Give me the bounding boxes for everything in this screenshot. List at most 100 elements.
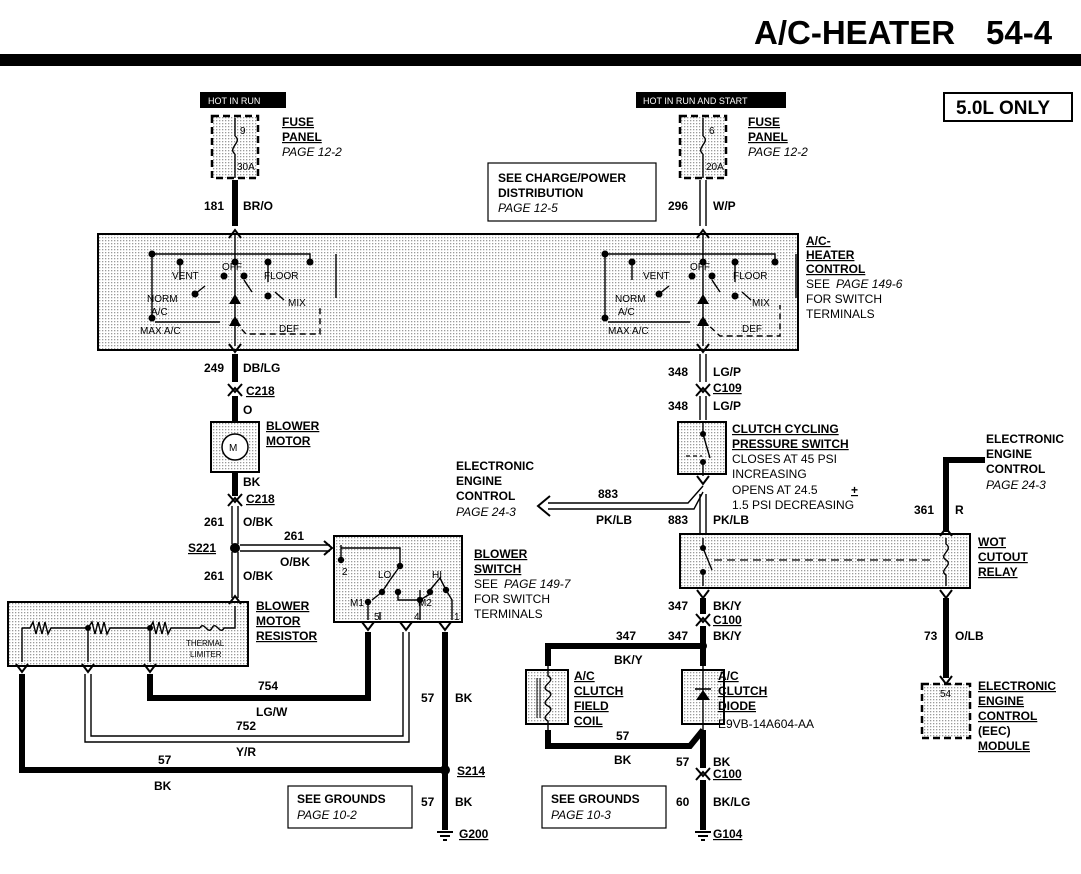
wire-261b bbox=[240, 544, 330, 552]
wire-57-switch-color: BK bbox=[455, 691, 473, 705]
ctrl-left-floor: FLOOR bbox=[264, 271, 298, 282]
wot-name-3: RELAY bbox=[978, 565, 1018, 579]
wire-347c-num: 347 bbox=[616, 629, 636, 643]
fuse-left-number: 9 bbox=[240, 126, 246, 137]
wire-57-ground-color: BK bbox=[455, 795, 473, 809]
ground-g104: G104 bbox=[695, 827, 743, 841]
wire-73-num: 73 bbox=[924, 629, 938, 643]
bs-pin-1: 1 bbox=[454, 612, 460, 623]
ctrl-right-norm: NORM bbox=[615, 294, 646, 305]
header-rule bbox=[0, 54, 1081, 66]
fuse-left-name-2: PANEL bbox=[282, 130, 322, 144]
connector-c100a: C100 bbox=[713, 613, 742, 627]
wire-347a-color: BK/Y bbox=[713, 599, 742, 613]
wot-cutout-relay: WOT CUTOUT RELAY bbox=[679, 533, 1028, 589]
blower-motor-wire-o: O bbox=[243, 403, 252, 417]
eec-module: 54 ELECTRONIC ENGINE CONTROL (EEC) MODUL… bbox=[920, 679, 1056, 753]
fuse-right-rating: 20A bbox=[706, 162, 724, 173]
wire-347a-num: 347 bbox=[668, 599, 688, 613]
wire-296 bbox=[699, 180, 707, 226]
wire-60-color: BK/LG bbox=[713, 795, 750, 809]
wire-347b-color: BK/Y bbox=[713, 629, 742, 643]
charge-note-line1: SEE CHARGE/POWER bbox=[498, 171, 626, 185]
wire-57-coil-color: BK bbox=[614, 753, 632, 767]
ctrl-right-mix: MIX bbox=[752, 298, 770, 309]
page-header: A/C-HEATER 54-4 bbox=[0, 14, 1081, 66]
clutch-switch-line4: INCREASING bbox=[732, 467, 807, 481]
eec-left-ref: PAGE 24-3 bbox=[456, 505, 516, 519]
clutch-switch-line3: CLOSES AT 45 PSI bbox=[732, 452, 837, 466]
wire-348b-num: 348 bbox=[668, 399, 688, 413]
ctrl-left-off: OFF bbox=[222, 262, 242, 273]
wire-57-diode-color: BK bbox=[713, 755, 731, 769]
eec-module-line2: ENGINE bbox=[978, 694, 1024, 708]
eec-left-line3: CONTROL bbox=[456, 489, 515, 503]
ground-g104-label: G104 bbox=[713, 827, 743, 841]
ctrl-left-vent: VENT bbox=[172, 271, 199, 282]
wire-57-resistor-num: 57 bbox=[158, 753, 172, 767]
ctrl-left-def: DEF bbox=[279, 324, 299, 335]
blower-switch-name-2: SWITCH bbox=[474, 562, 521, 576]
wire-347b-num: 347 bbox=[668, 629, 688, 643]
wire-361-num: 361 bbox=[914, 503, 934, 517]
eec-right-ref: PAGE 24-3 bbox=[986, 478, 1046, 492]
ac-clutch-diode: A/C CLUTCH DIODE E9VB-14A604-AA bbox=[681, 666, 814, 731]
connector-c100b-symbol bbox=[695, 767, 711, 781]
blower-switch-see: SEE bbox=[474, 577, 498, 591]
fuse-left-name-1: FUSE bbox=[282, 115, 314, 129]
blower-switch: 2 LO HI M1 M2 5 4 1 BLOWER SWITCH SEE PA… bbox=[333, 535, 572, 623]
fuse-right: HOT IN RUN AND START 6 20A FUSE PANEL PA… bbox=[636, 92, 808, 180]
resistor-name-2: MOTOR bbox=[256, 614, 301, 628]
wire-883a-color: PK/LB bbox=[596, 513, 632, 527]
eec-right-label: ELECTRONIC ENGINE CONTROL PAGE 24-3 bbox=[986, 432, 1064, 492]
wire-181-num: 181 bbox=[204, 199, 224, 213]
eec-module-line1: ELECTRONIC bbox=[978, 679, 1056, 693]
charge-note-ref: PAGE 12-5 bbox=[498, 201, 558, 215]
wire-57-resistor bbox=[19, 674, 445, 773]
bs-pin-5: 5 bbox=[374, 612, 380, 623]
wire-261a-num: 261 bbox=[204, 515, 224, 529]
wire-261b-color: O/BK bbox=[280, 555, 310, 569]
clutch-coil-line3: FIELD bbox=[574, 699, 609, 713]
thermal-limiter-1: THERMAL bbox=[186, 639, 225, 648]
wire-754-num: 754 bbox=[258, 679, 278, 693]
wire-347c-color: BK/Y bbox=[614, 653, 643, 667]
page-number: 54-4 bbox=[986, 14, 1053, 51]
ctrl-right-def: DEF bbox=[742, 324, 762, 335]
wire-261a bbox=[231, 506, 239, 544]
eec-left-line1: ELECTRONIC bbox=[456, 459, 534, 473]
fuse-right-number: 6 bbox=[709, 126, 715, 137]
wire-181-color: BR/O bbox=[243, 199, 273, 213]
connector-c100a-symbol bbox=[695, 613, 711, 627]
wire-347c bbox=[545, 643, 703, 666]
grounds-left-ref: PAGE 10-2 bbox=[297, 808, 357, 822]
wire-261c-num: 261 bbox=[204, 569, 224, 583]
blower-motor-symbol: M bbox=[229, 443, 237, 454]
connector-c109: C109 bbox=[713, 381, 742, 395]
blower-motor-name-2: MOTOR bbox=[266, 434, 311, 448]
wot-name-1: WOT bbox=[978, 535, 1007, 549]
wire-60-num: 60 bbox=[676, 795, 690, 809]
control-line3: TERMINALS bbox=[806, 307, 875, 321]
eec-module-pin: 54 bbox=[940, 689, 952, 700]
wire-361-color: R bbox=[955, 503, 964, 517]
ac-heater-control: OFF VENT FLOOR NORM A/C MIX MAX A/C DEF … bbox=[97, 233, 903, 351]
wire-752 bbox=[84, 632, 410, 743]
control-see-prefix: SEE bbox=[806, 277, 830, 291]
connector-c109-symbol bbox=[695, 383, 711, 397]
clutch-coil-line4: COIL bbox=[574, 714, 603, 728]
wire-57-diode-num: 57 bbox=[676, 755, 690, 769]
connector-c100b: C100 bbox=[713, 767, 742, 781]
wire-752-num: 752 bbox=[236, 719, 256, 733]
wire-883b-color: PK/LB bbox=[713, 513, 749, 527]
engine-badge: 5.0L ONLY bbox=[943, 92, 1073, 122]
blower-switch-line4: TERMINALS bbox=[474, 607, 543, 621]
wire-296-color: W/P bbox=[713, 199, 736, 213]
wire-73-color: O/LB bbox=[955, 629, 984, 643]
wire-261b-num: 261 bbox=[284, 529, 304, 543]
wire-348a bbox=[699, 354, 707, 382]
wire-883a-num: 883 bbox=[598, 487, 618, 501]
blower-motor-name-1: BLOWER bbox=[266, 419, 320, 433]
clutch-coil-line2: CLUTCH bbox=[574, 684, 623, 698]
eec-right-line3: CONTROL bbox=[986, 462, 1045, 476]
